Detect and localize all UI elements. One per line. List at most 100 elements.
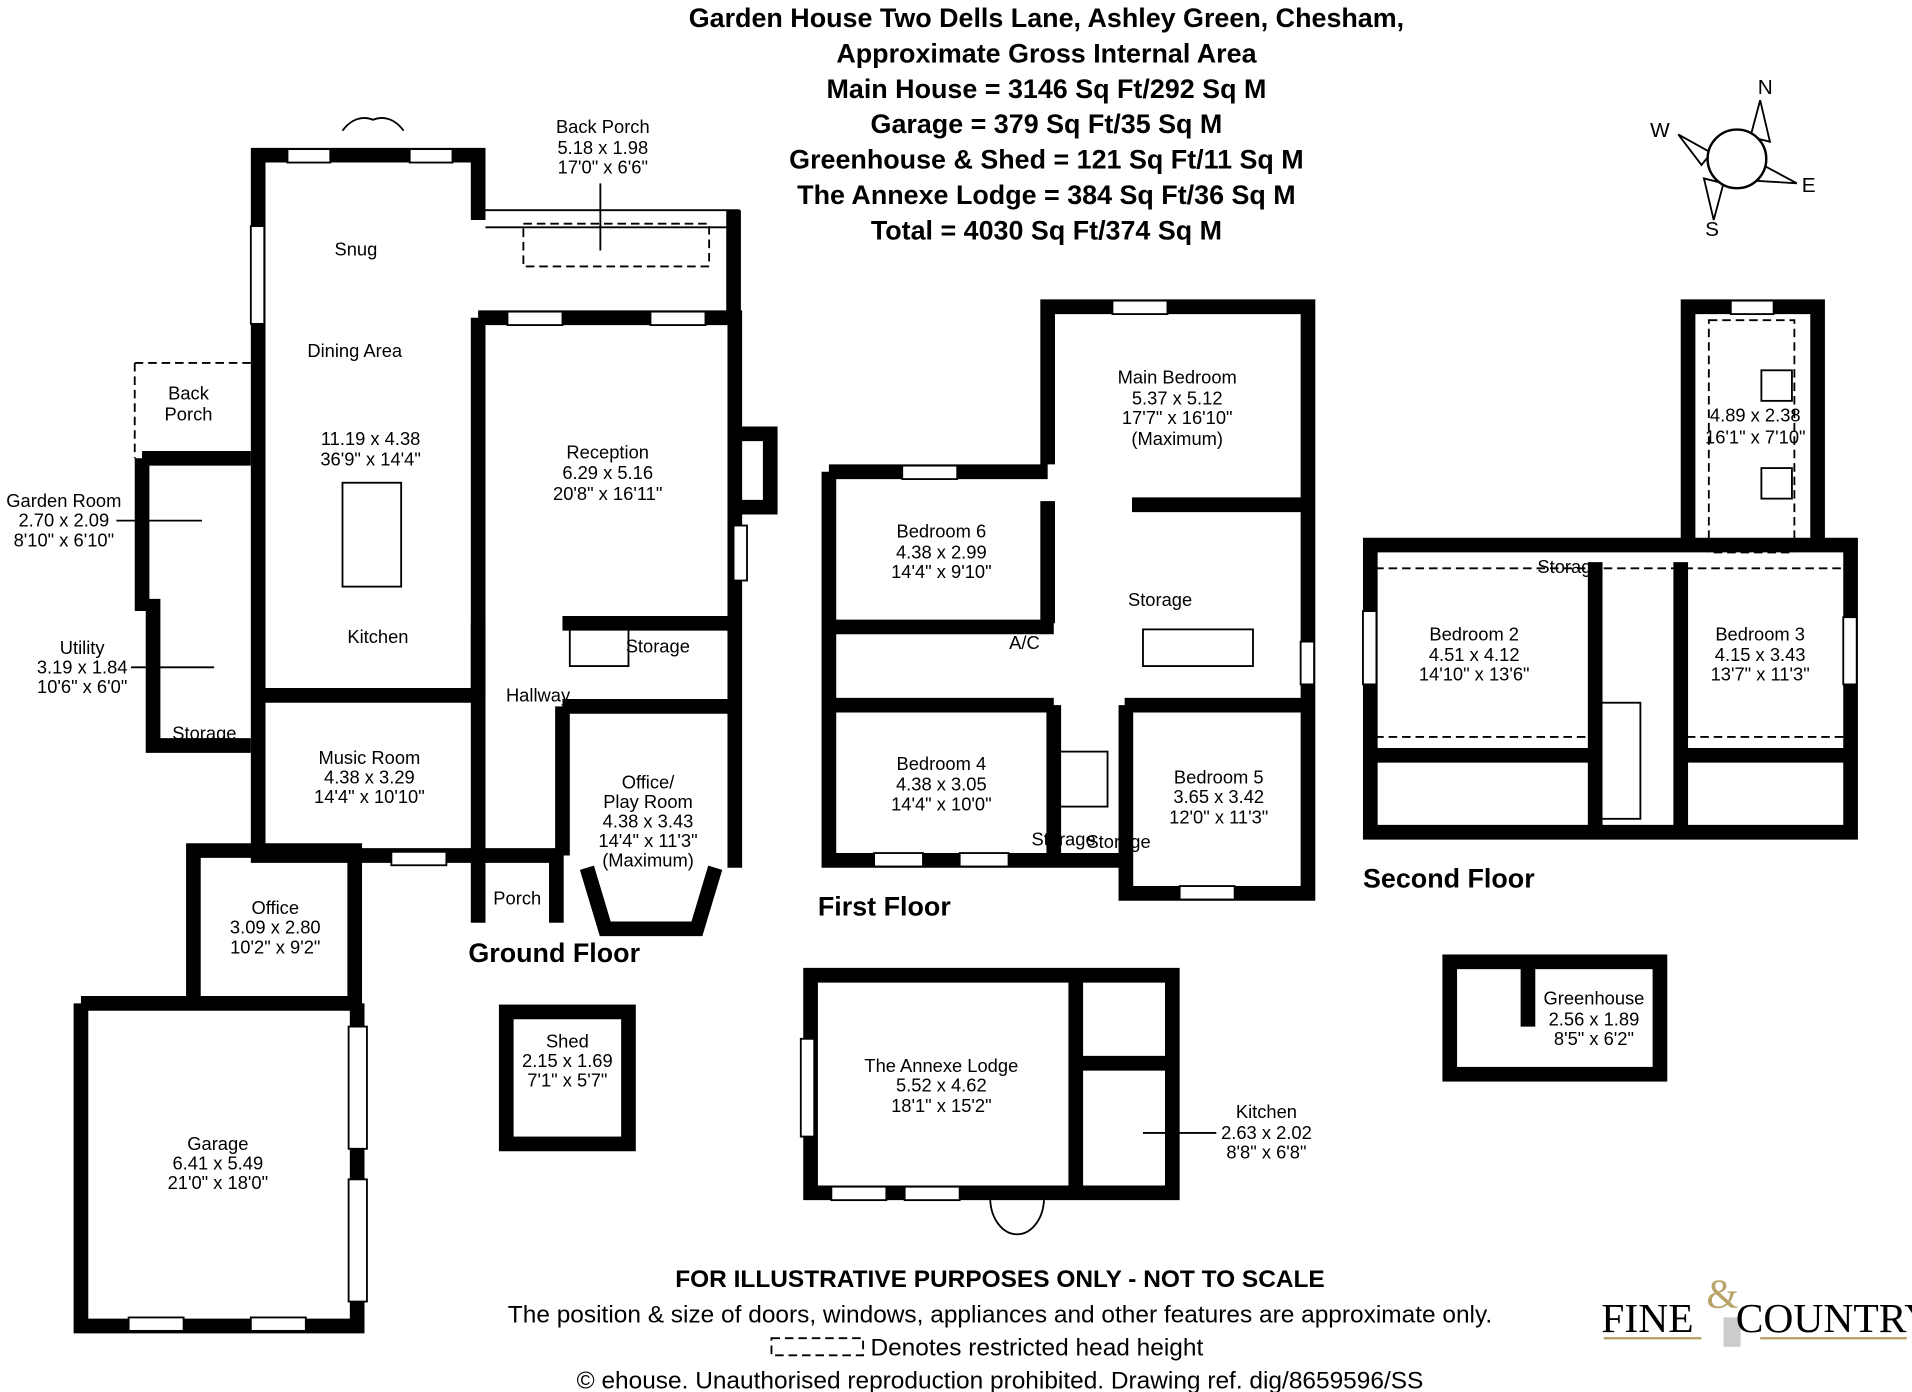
room-dims: 10'6" x 6'0" — [37, 676, 127, 697]
room-dims: 17'0" x 6'6" — [558, 157, 648, 178]
room-dims: 18'1" x 15'2" — [891, 1095, 992, 1116]
room-name: Bedroom 5 — [1174, 766, 1264, 787]
room-name: Utility — [60, 637, 106, 658]
compass-south: S — [1705, 218, 1719, 241]
room-dims: 5.37 x 5.12 — [1132, 388, 1223, 409]
room-name: Reception — [566, 441, 649, 462]
room-dims: 6.29 x 5.16 — [562, 462, 653, 483]
room-dims: 4.89 x 2.38 — [1710, 405, 1801, 426]
room-name: Shed — [546, 1030, 589, 1051]
room-dims: 2.15 x 1.69 — [522, 1050, 613, 1071]
room-name: Storage — [1086, 831, 1150, 852]
room-dims: (Maximum) — [1131, 428, 1223, 449]
room-dims: (Maximum) — [602, 849, 694, 870]
logo-text-left: FINE — [1601, 1295, 1693, 1341]
room-name: Bedroom 3 — [1715, 623, 1805, 644]
room-dims: 3.09 x 2.80 — [230, 917, 321, 938]
room-dims: 11.19 x 4.38 — [321, 428, 421, 449]
room-dims: 8'5" x 6'2" — [1554, 1028, 1634, 1049]
room-dims: 4.38 x 3.29 — [324, 766, 415, 787]
room-name: Storage — [1537, 556, 1601, 577]
first-floor-plan: Main Bedroom 5.37 x 5.12 17'7" x 16'10" … — [818, 299, 1316, 921]
annexe-area: The Annexe Lodge = 384 Sq Ft/36 Sq M — [797, 180, 1296, 210]
room-name: Greenhouse — [1544, 988, 1645, 1009]
room-dims: 4.15 x 3.43 — [1715, 644, 1806, 665]
ground-floor-plan: Back Porch 5.18 x 1.98 17'0" x 6'6" Snug… — [6, 116, 778, 1334]
compass-rose-icon: N E S W — [1650, 76, 1815, 241]
room-dims: 14'4" x 11'3" — [598, 830, 697, 851]
second-floor-plan: 4.89 x 2.38 16'1" x 7'10" Bedroom 2 4.51… — [1362, 299, 1858, 893]
room-dims: 4.38 x 3.05 — [896, 774, 987, 795]
room-dims: 14'4" x 10'10" — [314, 786, 425, 807]
room-name: Back Porch — [556, 116, 650, 137]
room-name: Porch — [493, 887, 541, 908]
compass-west: W — [1650, 119, 1670, 142]
room-dims: Play Room — [603, 791, 693, 812]
room-name: Kitchen — [347, 626, 408, 647]
room-name: Main Bedroom — [1118, 367, 1237, 388]
total-area: Total = 4030 Sq Ft/374 Sq M — [871, 216, 1222, 246]
room-dims: 2.63 x 2.02 — [1221, 1122, 1312, 1143]
restricted-height-legend-icon — [770, 1337, 865, 1357]
disclaimer: FOR ILLUSTRATIVE PURPOSES ONLY - NOT TO … — [675, 1266, 1324, 1293]
room-dims: 14'10" x 13'6" — [1419, 664, 1530, 685]
room-dims: 7'1" x 5'7" — [527, 1069, 607, 1090]
main-house-area: Main House = 3146 Sq Ft/292 Sq M — [827, 74, 1267, 104]
room-name: Hallway — [506, 684, 571, 705]
first-floor-label: First Floor — [818, 891, 951, 921]
room-dims: 17'7" x 16'10" — [1122, 407, 1233, 428]
room-dims: 14'4" x 9'10" — [891, 561, 992, 582]
room-dims: 14'4" x 10'0" — [891, 793, 992, 814]
room-name: Garden Room — [6, 490, 121, 511]
room-name: A/C — [1009, 632, 1040, 653]
room-name: Storage — [1128, 589, 1192, 610]
room-name: Back — [168, 383, 210, 404]
room-dims: 2.70 x 2.09 — [18, 510, 109, 531]
room-dims: 20'8" x 16'11" — [553, 483, 662, 504]
property-title: Garden House Two Dells Lane, Ashley Gree… — [689, 3, 1404, 33]
room-name: Office — [252, 897, 300, 918]
room-name: Kitchen — [1236, 1101, 1297, 1122]
room-dims: 2.56 x 1.89 — [1549, 1008, 1640, 1029]
room-name: Music Room — [318, 747, 420, 768]
area-summary: Garden House Two Dells Lane, Ashley Gree… — [689, 3, 1404, 246]
room-name: Storage — [172, 722, 236, 743]
footer-notes: FOR ILLUSTRATIVE PURPOSES ONLY - NOT TO … — [508, 1266, 1492, 1392]
legend-text: Denotes restricted head height — [870, 1334, 1203, 1361]
room-dims: 8'8" x 6'8" — [1226, 1142, 1306, 1163]
fine-and-country-logo: FINE & COUNTRY — [1601, 1271, 1912, 1347]
garage-area: Garage = 379 Sq Ft/35 Sq M — [871, 109, 1223, 139]
logo-text-right: COUNTRY — [1736, 1295, 1912, 1341]
room-dims: 4.38 x 2.99 — [896, 542, 987, 563]
room-dims: 10'2" x 9'2" — [230, 936, 320, 957]
logo-ampersand: & — [1706, 1271, 1738, 1317]
room-dims: 4.38 x 3.43 — [603, 810, 694, 831]
room-dims: 13'7" x 11'3" — [1711, 664, 1810, 685]
room-dims: 6.41 x 5.49 — [172, 1153, 263, 1174]
ground-floor-label: Ground Floor — [468, 938, 640, 968]
room-name: Dining Area — [307, 340, 403, 361]
greenhouse-plan: Greenhouse 2.56 x 1.89 8'5" x 6'2" — [1442, 954, 1668, 1082]
compass-north: N — [1758, 76, 1773, 99]
room-dims: 8'10" x 6'10" — [14, 529, 115, 550]
greenhouse-shed-area: Greenhouse & Shed = 121 Sq Ft/11 Sq M — [789, 145, 1304, 175]
room-dims: 5.52 x 4.62 — [896, 1074, 987, 1095]
room-dims: 12'0" x 11'3" — [1169, 807, 1268, 828]
room-name: Bedroom 4 — [897, 753, 987, 774]
room-dims: 4.51 x 4.12 — [1429, 644, 1520, 665]
room-name: Bedroom 2 — [1429, 623, 1519, 644]
room-name: Storage — [626, 636, 690, 657]
room-dims: 21'0" x 18'0" — [168, 1172, 269, 1193]
room-dims: 16'1" x 7'10" — [1705, 427, 1806, 448]
room-name: Garage — [187, 1133, 248, 1154]
room-name: Porch — [165, 403, 213, 424]
room-dims: 36'9" x 14'4" — [320, 449, 421, 470]
approximation-note: The position & size of doors, windows, a… — [508, 1301, 1492, 1328]
second-floor-label: Second Floor — [1363, 863, 1535, 893]
room-dims: 5.18 x 1.98 — [557, 137, 648, 158]
room-name: Office/ — [622, 771, 676, 792]
room-name: The Annexe Lodge — [864, 1055, 1018, 1076]
room-dims: 3.65 x 3.42 — [1173, 786, 1264, 807]
room-name: Snug — [335, 238, 378, 259]
